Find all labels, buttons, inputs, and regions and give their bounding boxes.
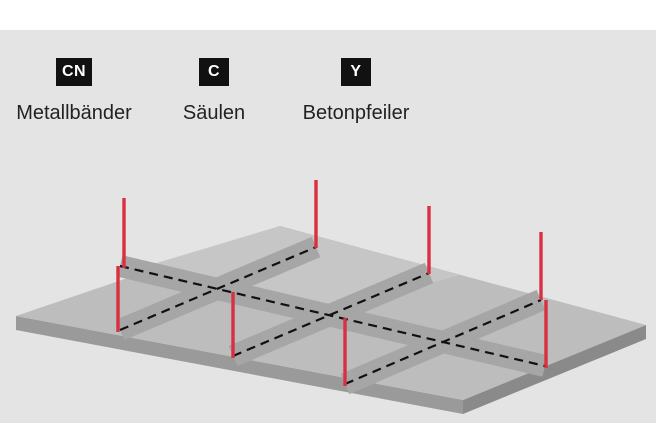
legend-item-metal-bands: CN Metallbänder xyxy=(6,58,142,125)
legend-label: Betonpfeiler xyxy=(302,102,410,124)
legend-label: Metallbänder xyxy=(16,102,132,124)
legend-code-badge: CN xyxy=(55,58,93,86)
legend-item-concrete-piers: Y Betonpfeiler xyxy=(292,58,420,125)
metal-band-line xyxy=(119,264,546,368)
metal-band-lines xyxy=(119,245,546,386)
metal-band-line xyxy=(344,298,542,386)
legend-item-columns: C Säulen xyxy=(176,58,252,125)
columns xyxy=(116,180,548,386)
legend-code-badge: Y xyxy=(341,58,371,86)
metal-band-line xyxy=(119,245,317,332)
legend-code-badge: C xyxy=(199,58,229,86)
legend-label: Säulen xyxy=(182,102,246,124)
slab-side-right xyxy=(463,325,646,414)
metal-band-line xyxy=(232,271,430,358)
